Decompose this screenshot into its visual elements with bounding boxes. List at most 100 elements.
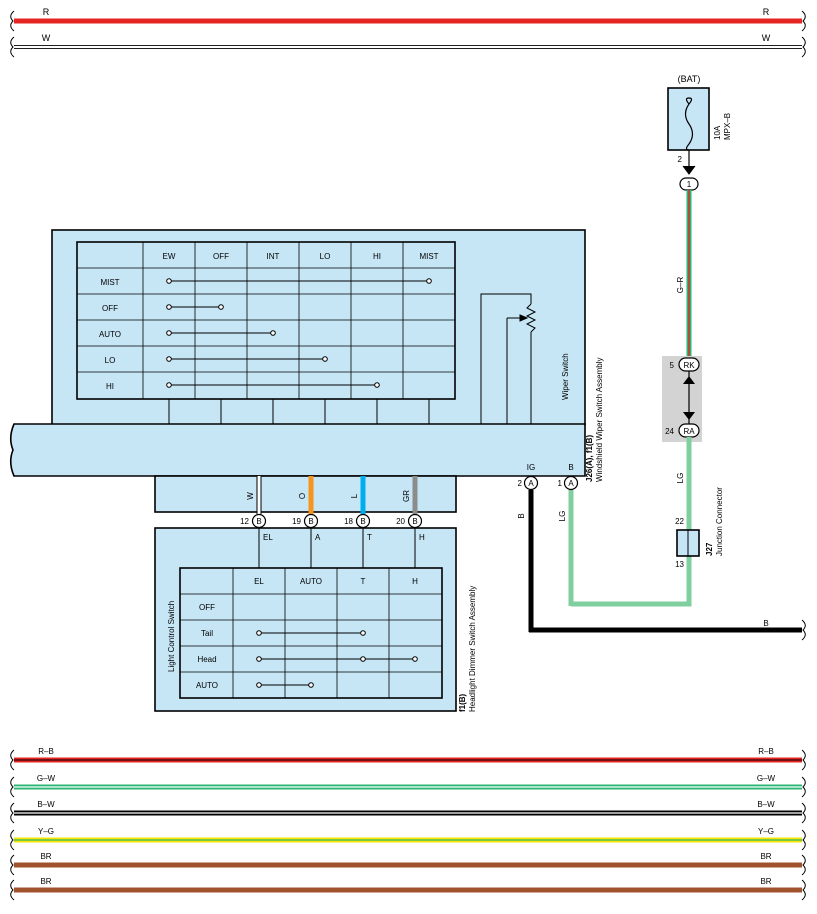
svg-text:19: 19: [292, 517, 301, 526]
wiper-assembly-name: Windshield Wiper Switch Assembly: [595, 358, 604, 482]
svg-text:R–B: R–B: [758, 747, 774, 756]
junction-bottom-pin: 24: [665, 427, 674, 436]
bottom-wire-br-2: BR BR: [10, 877, 806, 901]
wire-label-right: R: [763, 7, 770, 17]
bottom-wire-y-g: Y–G Y–G: [10, 827, 806, 851]
svg-text:GR: GR: [402, 490, 411, 502]
row-header: MIST: [100, 278, 119, 287]
svg-text:A: A: [315, 533, 321, 542]
light-columns: EL AUTO T H: [254, 577, 418, 586]
fuse-rating: 10A: [713, 125, 722, 140]
svg-text:BR: BR: [40, 852, 51, 861]
j27-code: J27: [705, 542, 714, 556]
col-header: MIST: [419, 252, 438, 261]
col-header: H: [412, 577, 418, 586]
svg-text:13: 13: [675, 560, 684, 569]
svg-text:T: T: [367, 533, 372, 542]
wire-g-r: G–R: [676, 190, 692, 360]
pin-number: 2: [518, 479, 523, 488]
wiper-continuity: [166, 278, 432, 388]
svg-text:A: A: [568, 479, 574, 488]
bottom-wire-b-w: B–W B–W: [10, 800, 806, 824]
svg-text:H: H: [419, 533, 425, 542]
junction-top-name: RK: [683, 361, 695, 370]
fuse-connector-pin: 1: [687, 180, 692, 189]
fuse-mpx-b: (BAT) 10A MPX–B 2 1: [667, 74, 732, 191]
svg-text:L: L: [350, 493, 359, 498]
col-header: INT: [267, 252, 280, 261]
svg-text:BR: BR: [760, 877, 771, 886]
col-header: OFF: [213, 252, 229, 261]
pin-label-b: B: [568, 463, 573, 472]
light-rows: OFF Tail Head AUTO: [196, 603, 218, 690]
svg-text:R–B: R–B: [38, 747, 54, 756]
headlight-switch-assembly: EL A T H EL AUTO T H OFF Tail Head AUTO: [154, 527, 477, 712]
svg-text:BR: BR: [40, 877, 51, 886]
headlight-assembly-code: f1(B): [458, 693, 467, 712]
svg-text:BR: BR: [760, 852, 771, 861]
svg-text:Y–G: Y–G: [758, 827, 774, 836]
connector-arrow-icon: [682, 165, 696, 175]
fuse-name: MPX–B: [723, 113, 732, 140]
wire-b-ground: B B: [517, 490, 806, 641]
junction-bottom-name: RA: [683, 427, 695, 436]
row-header: Tail: [201, 629, 213, 638]
svg-text:B: B: [517, 513, 526, 518]
junction-connector-j27: 22 13 J27 Junction Connector: [675, 487, 724, 569]
potentiometer-icon: [480, 293, 537, 424]
row-header: OFF: [102, 304, 118, 313]
svg-text:B: B: [412, 517, 417, 526]
break-mark-right: [801, 10, 806, 32]
top-wire-r: R R: [10, 7, 806, 32]
svg-text:20: 20: [396, 517, 405, 526]
wiper-assembly-code: J26(A), f1(B): [585, 435, 594, 482]
svg-text:B: B: [256, 517, 261, 526]
svg-text:B: B: [308, 517, 313, 526]
headlight-assembly-name: Headlight Dimmer Switch Assembly: [468, 586, 477, 712]
svg-text:18: 18: [344, 517, 353, 526]
svg-text:LG: LG: [558, 511, 567, 522]
wire-label: G–R: [676, 277, 685, 294]
ground-wire-label: B: [763, 619, 768, 628]
row-header: AUTO: [196, 681, 218, 690]
arrow-down-icon: [683, 412, 695, 420]
col-header: EL: [254, 577, 264, 586]
row-header: OFF: [199, 603, 215, 612]
svg-text:22: 22: [675, 517, 684, 526]
wiper-rows: MIST OFF AUTO LO HI: [99, 278, 121, 391]
svg-text:EL: EL: [263, 533, 273, 542]
svg-text:Y–G: Y–G: [38, 827, 54, 836]
svg-text:LG: LG: [676, 473, 685, 484]
row-header: HI: [106, 382, 114, 391]
wiper-switch-assembly: EW OFF INT LO HI MIST MIST OFF AUTO LO H…: [9, 229, 604, 513]
svg-text:12: 12: [240, 517, 249, 526]
junction-top-pin: 5: [670, 361, 675, 370]
svg-text:B–W: B–W: [37, 800, 55, 809]
svg-text:B: B: [360, 517, 365, 526]
wiper-bar: [9, 423, 586, 477]
col-header: EW: [163, 252, 176, 261]
bottom-wire-r-b: R–B R–B: [10, 747, 806, 771]
col-header: T: [361, 577, 366, 586]
wire-lg: LG LG: [558, 437, 692, 607]
bottom-wire-g-w: G–W G–W: [10, 774, 806, 798]
svg-text:G–W: G–W: [37, 774, 56, 783]
junction-block: RK 5 RA 24: [662, 356, 702, 442]
col-header: HI: [373, 252, 381, 261]
break-mark-left: [10, 10, 15, 32]
wire-label-left: R: [43, 7, 50, 17]
fuse-pin: 2: [678, 155, 683, 164]
svg-text:W: W: [246, 492, 255, 500]
fuse-icon: [684, 97, 694, 151]
svg-text:A: A: [528, 479, 534, 488]
light-switch-label: Light Control Switch: [167, 601, 176, 672]
wiper-switch-label: Wiper Switch: [561, 353, 570, 400]
top-wire-w: W W: [10, 33, 806, 58]
svg-text:G–W: G–W: [757, 774, 776, 783]
arrow-up-icon: [683, 376, 695, 384]
svg-text:B–W: B–W: [757, 800, 775, 809]
pin-label-ig: IG: [527, 463, 535, 472]
row-header: AUTO: [99, 330, 121, 339]
col-header: AUTO: [300, 577, 322, 586]
